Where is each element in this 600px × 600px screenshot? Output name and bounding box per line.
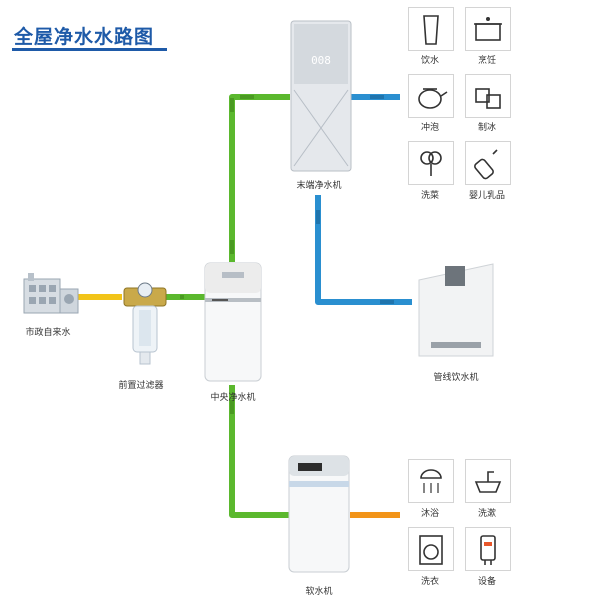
pipe-joint bbox=[230, 400, 234, 414]
label-use-laundry: 洗衣 bbox=[420, 577, 440, 587]
glass-icon bbox=[423, 15, 439, 45]
use-tile-ice bbox=[465, 74, 511, 118]
label-use-washing-vegetables: 洗菜 bbox=[420, 191, 440, 201]
use-tile-brewing bbox=[408, 74, 454, 118]
pipe-joint bbox=[240, 95, 254, 99]
municipal-water-plant-icon bbox=[23, 273, 79, 314]
pot-icon bbox=[474, 17, 502, 41]
title-underline bbox=[12, 48, 167, 51]
pipe-central-to-terminal bbox=[229, 94, 290, 262]
teapot-icon bbox=[418, 88, 448, 109]
central-purifier-device bbox=[204, 262, 262, 382]
label-use-drinking: 饮水 bbox=[420, 56, 440, 66]
pipe-terminal-to-dispenser bbox=[315, 195, 412, 305]
pipe-joint bbox=[180, 295, 184, 299]
label-central-purifier: 中央净水机 bbox=[210, 393, 256, 403]
label-use-washbasin: 洗漱 bbox=[477, 509, 497, 519]
pipe-joint bbox=[230, 98, 234, 112]
pipe-joint bbox=[380, 300, 394, 304]
terminal-purifier-device: 008 bbox=[290, 20, 352, 172]
label-terminal-purifier: 末端净水机 bbox=[296, 181, 342, 191]
label-use-appliances: 设备 bbox=[477, 577, 497, 587]
label-softener: 软水机 bbox=[305, 587, 333, 597]
water-heater-icon bbox=[480, 535, 496, 565]
vegetable-icon bbox=[420, 151, 442, 176]
label-use-brewing: 冲泡 bbox=[420, 123, 440, 133]
use-tile-washing-vegetables bbox=[408, 141, 454, 185]
pipe-joint bbox=[316, 210, 320, 224]
use-tile-appliances bbox=[465, 527, 511, 571]
label-pipeline-dispenser: 管线饮水机 bbox=[433, 373, 479, 383]
label-use-baby-formula: 婴儿乳品 bbox=[468, 191, 506, 201]
label-use-shower: 沐浴 bbox=[420, 509, 440, 519]
pipe-joint bbox=[370, 95, 384, 99]
use-tile-washbasin bbox=[465, 459, 511, 503]
label-municipal-water: 市政自来水 bbox=[25, 328, 71, 338]
pipeline-dispenser-device bbox=[418, 263, 494, 357]
use-tile-baby-formula bbox=[465, 141, 511, 185]
pipe-central-to-softener bbox=[229, 385, 290, 518]
washbasin-icon bbox=[474, 471, 502, 493]
softener-device bbox=[288, 455, 350, 573]
shower-icon bbox=[420, 469, 442, 493]
use-tile-cooking bbox=[465, 7, 511, 51]
label-use-cooking: 烹饪 bbox=[477, 56, 497, 66]
label-use-ice: 制冰 bbox=[477, 123, 497, 133]
use-tile-shower bbox=[408, 459, 454, 503]
label-prefilter: 前置过滤器 bbox=[118, 381, 164, 391]
baby-bottle-icon bbox=[474, 149, 498, 180]
use-tile-drinking bbox=[408, 7, 454, 51]
pipe-joint bbox=[230, 240, 234, 254]
prefilter-device bbox=[123, 282, 167, 365]
use-tile-laundry bbox=[408, 527, 454, 571]
page-title: 全屋净水水路图 bbox=[14, 26, 155, 48]
washing-machine-icon bbox=[419, 535, 443, 565]
ice-cubes-icon bbox=[475, 88, 501, 109]
terminal-display: 008 bbox=[311, 54, 331, 67]
